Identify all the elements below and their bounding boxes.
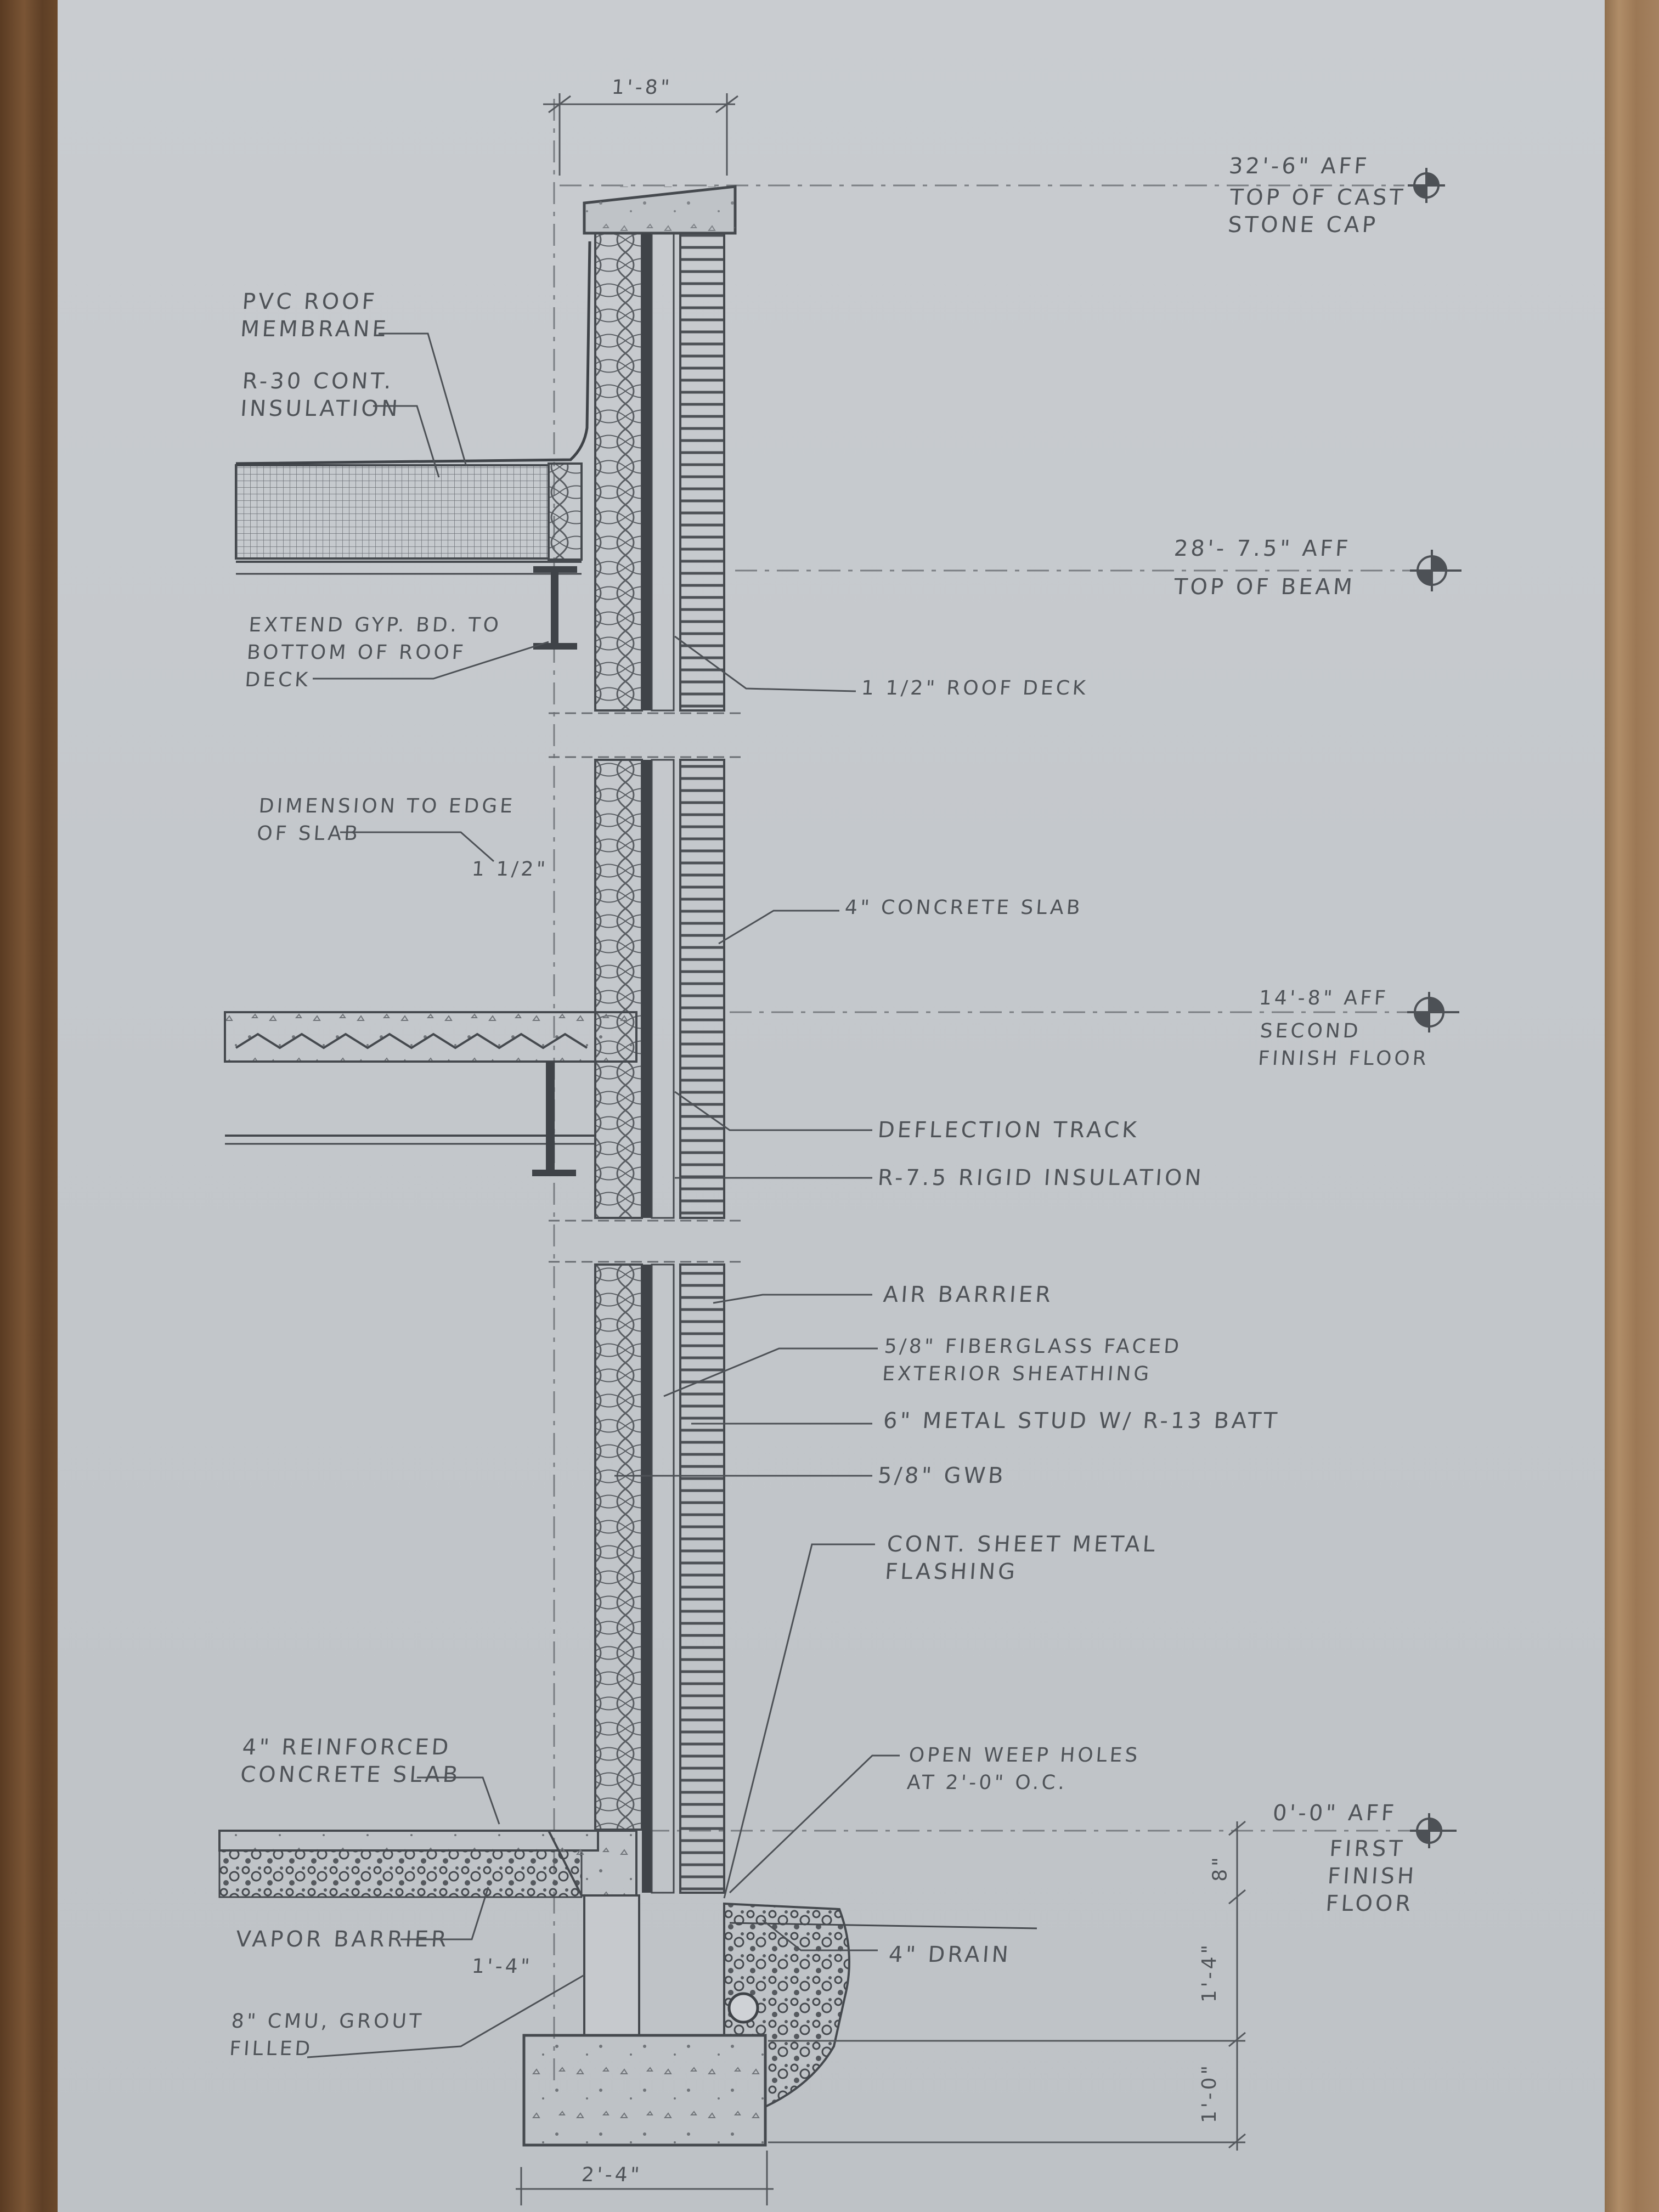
callout-gwb: 5/8" GWB: [877, 1463, 1007, 1488]
second-floor-slab: [224, 1011, 637, 1176]
wall-assembly: [218, 185, 1037, 2147]
top-dimension-line: [543, 93, 738, 176]
slab-step-dimension: 8": [1209, 1854, 1232, 1882]
level-second-floor-label: SECOND FINISH FLOOR: [1257, 1020, 1430, 1070]
right-dimension-lines: [516, 1820, 1246, 2205]
callout-deflection-track: DEFLECTION TRACK: [877, 1118, 1140, 1143]
footing-width-dimension: 2'-4": [580, 2164, 643, 2186]
wall-segment-middle: [594, 759, 725, 1219]
level-second-floor-elevation: 14'-8" AFF: [1258, 987, 1390, 1009]
callout-weep-holes: OPEN WEEP HOLES AT 2'-0" O.C.: [906, 1744, 1141, 1794]
footing-thickness-dimension: 1'-0": [1198, 2062, 1221, 2124]
level-cap-elevation: 32'-6" AFF: [1228, 154, 1370, 179]
callout-r30-insulation: R-30 CONT. INSULATION: [239, 369, 402, 421]
centerlines: [553, 99, 1426, 2085]
callout-roof-deck: 1 1/2" ROOF DECK: [860, 677, 1089, 699]
level-beam-label: TOP OF BEAM: [1173, 574, 1356, 600]
wood-table-left: [0, 0, 60, 2212]
leader-lines: [307, 332, 900, 2058]
slab-offset-dimension: 1 1/2": [471, 858, 549, 881]
callout-extend-gyp: EXTEND GYP. BD. TO BOTTOM OF ROOF DECK: [244, 614, 503, 691]
level-first-floor-elevation: 0'-0" AFF: [1272, 1801, 1398, 1826]
callout-cmu: 8" CMU, GROUT FILLED: [228, 2010, 425, 2060]
callout-drain: 4" DRAIN: [888, 1942, 1012, 1967]
callout-flashing: CONT. SHEET METAL FLASHING: [884, 1532, 1159, 1584]
wall-segment-lower: [594, 1263, 725, 1894]
callout-fiberglass-sheathing: 5/8" FIBERGLASS FACED EXTERIOR SHEATHING: [881, 1335, 1183, 1385]
callout-vapor-barrier: VAPOR BARRIER: [235, 1927, 450, 1952]
callout-air-barrier: AIR BARRIER: [882, 1282, 1054, 1307]
callout-pvc-roof-membrane: PVC ROOF MEMBRANE: [239, 289, 390, 342]
footing-depth-dimension: 1'-4": [1198, 1942, 1221, 2003]
roof-assembly: [235, 241, 591, 650]
callout-concrete-slab: 4" CONCRETE SLAB: [844, 896, 1084, 919]
level-beam-elevation: 28'- 7.5" AFF: [1173, 536, 1352, 561]
callout-dimension-to-edge: DIMENSION TO EDGE OF SLAB: [256, 795, 516, 845]
level-cap-label: TOP OF CAST STONE CAP: [1227, 185, 1407, 238]
wood-table-right: [1602, 0, 1659, 2212]
cmu-width-dimension: 1'-4": [471, 1955, 533, 1978]
wall-width-dimension: 1'-8": [611, 76, 673, 99]
foundation: [218, 1830, 1037, 2147]
callout-rigid-insulation: R-7.5 RIGID INSULATION: [877, 1165, 1205, 1190]
callout-reinforced-slab: 4" REINFORCED CONCRETE SLAB: [239, 1735, 462, 1787]
callout-metal-stud: 6" METAL STUD W/ R-13 BATT: [882, 1408, 1281, 1434]
wall-segment-upper: [594, 232, 725, 712]
level-first-floor-label: FIRST FINISH FLOOR: [1324, 1836, 1418, 1916]
level-markers: [1407, 168, 1462, 1848]
